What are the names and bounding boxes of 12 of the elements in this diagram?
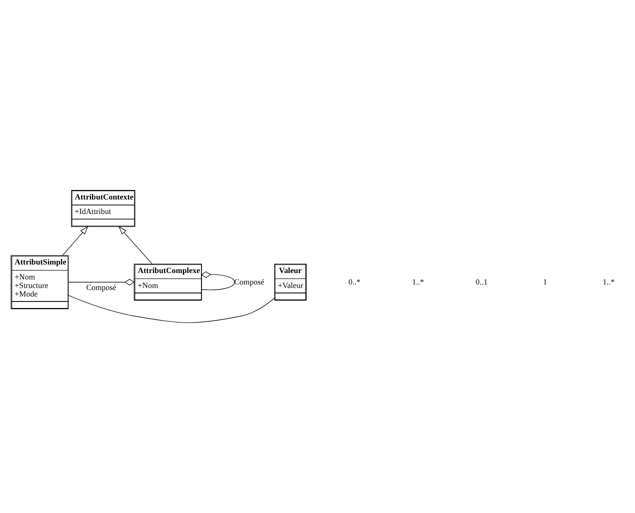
arrow bbox=[118, 226, 152, 264]
connector bbox=[201, 271, 235, 290]
label: 1 bbox=[543, 277, 548, 286]
connector bbox=[68, 278, 134, 286]
label: 1..* bbox=[602, 277, 615, 286]
edge-label: Composé bbox=[234, 277, 264, 286]
label: 0..* bbox=[348, 277, 360, 286]
connector bbox=[68, 295, 275, 323]
label: 0..1 bbox=[476, 277, 488, 286]
edge-label: Composé bbox=[86, 283, 116, 292]
label: 1..* bbox=[412, 277, 424, 286]
arrow bbox=[62, 226, 88, 256]
